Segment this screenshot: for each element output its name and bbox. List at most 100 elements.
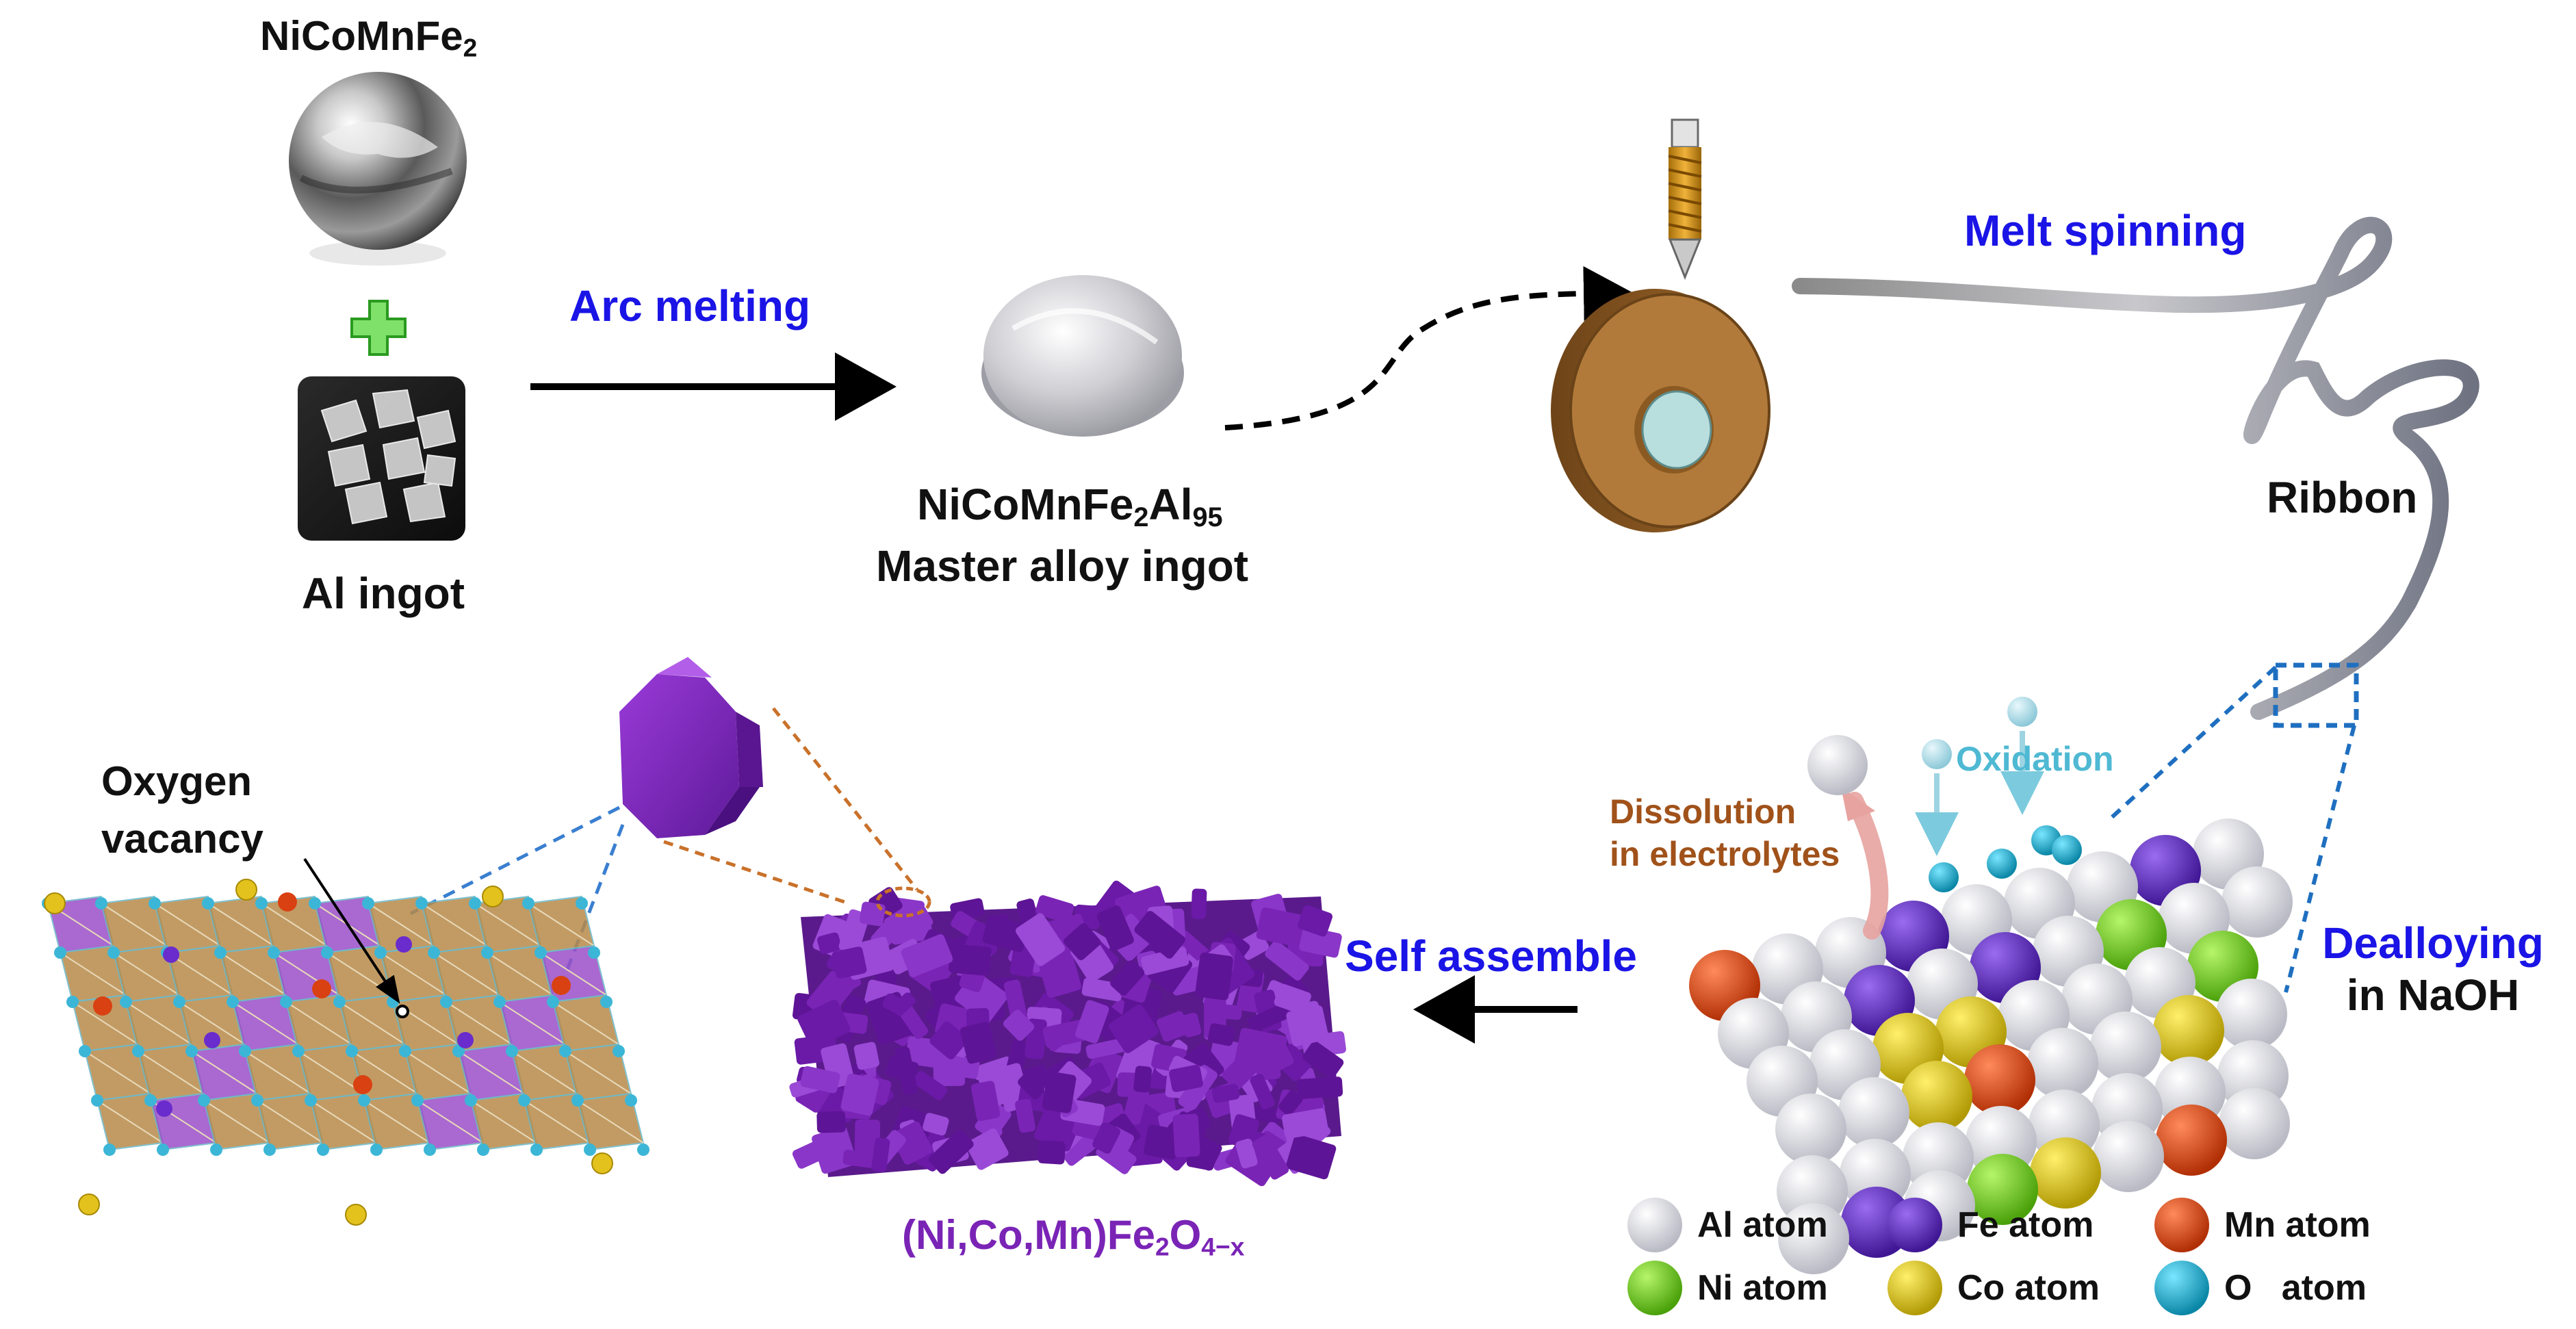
nanosheet xyxy=(959,1022,997,1064)
precursor-label: NiCoMnFe2 xyxy=(260,13,478,62)
surface-oxygen-atom xyxy=(1929,862,1959,892)
oxygen-vacancy-label: Oxygen vacancy xyxy=(101,758,263,862)
lattice-oxygen xyxy=(613,1045,625,1057)
orange-zoom-line-1 xyxy=(772,707,918,891)
lattice-oxygen xyxy=(292,1045,305,1057)
product-formula: (Ni,Co,Mn)Fe2O4−x xyxy=(902,1212,1245,1261)
nanosheet xyxy=(1015,1098,1035,1133)
legend-label-ni: Ni atom xyxy=(1697,1268,1828,1308)
nanosheet xyxy=(1298,905,1333,937)
nanosheet xyxy=(1252,1134,1289,1180)
nanosheet xyxy=(1141,946,1189,975)
lattice-oxygen xyxy=(227,996,239,1008)
nanosheet xyxy=(1274,983,1311,1015)
ribbon-strip xyxy=(1792,216,2480,720)
lattice-oxygen xyxy=(600,996,613,1008)
dashed-curve-arrow xyxy=(1224,266,1633,430)
lattice-oxygen xyxy=(263,1144,276,1156)
lattice-oxygen xyxy=(95,897,107,909)
crucible-nozzle xyxy=(1668,118,1702,281)
nanosheet xyxy=(1211,1083,1240,1103)
slab-atom xyxy=(2216,979,2287,1050)
lattice-fe-site xyxy=(163,946,179,963)
lattice-oxygen xyxy=(518,1094,530,1107)
nanosheet xyxy=(1108,1004,1159,1053)
nanosheet xyxy=(982,915,1029,953)
dissolved-al-atom xyxy=(1807,735,1868,795)
lattice-oxygen xyxy=(534,946,547,959)
slab-atom xyxy=(1901,1061,1972,1132)
lattice-oxygen xyxy=(547,996,559,1008)
oxidation-label: Oxidation xyxy=(1956,740,2114,778)
nanosheet-array xyxy=(789,880,1346,1187)
lattice-mn-site xyxy=(93,996,112,1016)
melt-spinning-label: Melt spinning xyxy=(1964,206,2247,255)
lattice-oxygen xyxy=(440,996,452,1008)
oxidation-arrows xyxy=(1915,697,2044,856)
nanosheet xyxy=(792,1134,840,1169)
nanosheet xyxy=(899,1005,929,1040)
crystal-zoom-line-1 xyxy=(409,805,621,916)
lattice-oxygen xyxy=(346,1045,358,1057)
lattice-oxygen xyxy=(399,1045,411,1057)
lattice-oxygen xyxy=(522,897,534,909)
crystal-zoom-line-2 xyxy=(559,824,625,986)
lattice-oxygen xyxy=(185,1045,198,1057)
nanosheet xyxy=(1038,953,1082,998)
orange-zoom-line-2 xyxy=(663,840,849,905)
legend-label-al: Al atom xyxy=(1697,1205,1828,1245)
lattice-oxygen xyxy=(588,946,600,959)
nanosheet xyxy=(1038,1140,1066,1165)
spinel-crystal-lattice xyxy=(42,879,649,1226)
green-plus-icon xyxy=(350,300,407,356)
legend-dot-o xyxy=(2154,1261,2209,1315)
nanosheet xyxy=(1191,888,1207,919)
lattice-oxygen xyxy=(321,946,333,959)
lattice-oxygen xyxy=(202,897,214,909)
vacancy-pointer xyxy=(303,857,400,1004)
zoom-line-upper xyxy=(2109,665,2278,820)
self-assemble-label: Self assemble xyxy=(1345,931,1637,981)
ribbon-zoom-box xyxy=(2273,662,2359,728)
lattice-oxygen xyxy=(173,996,185,1008)
master-alloy-formula: NiCoMnFe2Al95 xyxy=(917,480,1223,532)
nanosheet xyxy=(1134,911,1185,959)
zoom-line-lower xyxy=(2284,725,2356,993)
nanosheet xyxy=(1169,1064,1203,1092)
lattice-oxygen xyxy=(576,897,588,909)
nanosheet xyxy=(890,1121,933,1165)
lattice-oxygen xyxy=(149,897,161,909)
lattice-oxygen xyxy=(452,1045,465,1057)
orange-zoom-ellipse xyxy=(875,886,931,918)
nanosheet xyxy=(860,901,886,927)
nanosheet xyxy=(970,1081,1001,1122)
nanosheet xyxy=(816,1111,846,1133)
slab-atom xyxy=(1775,1094,1846,1165)
lattice-oxygen xyxy=(415,897,428,909)
slab-atom xyxy=(2219,1088,2290,1159)
lattice-mn-site xyxy=(312,979,331,998)
legend-atoms xyxy=(1627,1198,2209,1315)
nanosheet xyxy=(1235,1138,1258,1169)
lattice-oxygen xyxy=(493,996,506,1008)
lattice-oxygen xyxy=(79,1045,91,1057)
slab-atom xyxy=(2093,1121,2164,1192)
nanosheet xyxy=(1228,1114,1260,1150)
slab-atom xyxy=(2090,1011,2161,1083)
legend-dot-al xyxy=(1627,1198,1682,1252)
lattice-oxygen xyxy=(268,946,280,959)
nanosheet xyxy=(1110,960,1145,996)
nanosheet xyxy=(1299,926,1342,958)
nanosheet xyxy=(1064,923,1101,961)
lattice-co-site xyxy=(78,1193,100,1215)
nanosheet xyxy=(1286,1134,1337,1180)
nanosheet xyxy=(854,1119,881,1154)
nanosheet xyxy=(1096,905,1134,951)
slab-atom xyxy=(2027,1028,2098,1099)
nanosheet xyxy=(1235,1028,1287,1072)
nanosheet xyxy=(1250,1106,1282,1123)
lattice-oxygen xyxy=(214,946,227,959)
nanosheet xyxy=(929,1021,968,1060)
nanosheet xyxy=(871,1137,890,1172)
